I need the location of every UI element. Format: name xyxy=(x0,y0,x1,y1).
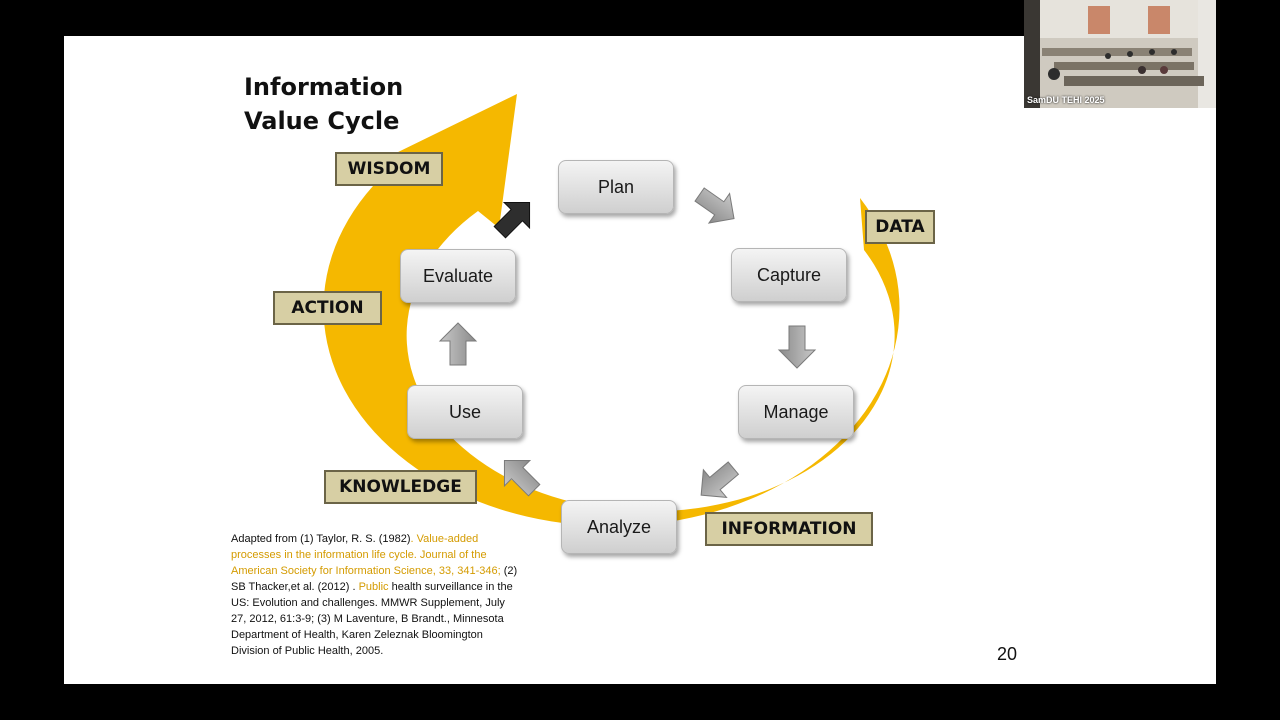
cycle-diagram xyxy=(323,94,900,527)
arrow-analyze-to-use xyxy=(503,459,541,497)
tag-wisdom: WISDOM xyxy=(335,152,443,186)
citation-part-2: . Value-added processes in the informati… xyxy=(231,533,501,577)
step-use: Use xyxy=(407,385,523,439)
tag-information: INFORMATION xyxy=(705,512,873,546)
title-line-2: Value Cycle xyxy=(244,107,400,135)
value-cycle-ring xyxy=(323,94,900,527)
tag-data: DATA xyxy=(865,210,935,244)
classroom-video-frame xyxy=(1024,0,1216,108)
step-manage: Manage xyxy=(738,385,854,439)
arrow-capture-to-manage xyxy=(777,325,817,369)
slide-title: Information Value Cycle xyxy=(244,70,464,138)
tag-action: ACTION xyxy=(273,291,382,325)
arrow-evaluate-to-plan xyxy=(493,201,531,239)
step-capture: Capture xyxy=(731,248,847,302)
step-evaluate: Evaluate xyxy=(400,249,516,303)
citation-part-3: (2) SB Thacker,et al. (2012) . xyxy=(231,565,518,593)
title-line-1: Information xyxy=(244,73,404,101)
step-plan: Plan xyxy=(558,160,674,214)
citation-part-1: Adapted from (1) Taylor, R. S. (1982) xyxy=(231,533,411,545)
arrow-manage-to-analyze xyxy=(700,461,740,498)
step-analyze: Analyze xyxy=(561,500,677,554)
citation-part-5: health surveillance in the US: Evolution… xyxy=(231,581,513,657)
slide: Information Value Cycle Plan Capture Man… xyxy=(64,36,1216,684)
tag-knowledge: KNOWLEDGE xyxy=(324,470,477,504)
page-number: 20 xyxy=(997,644,1018,664)
citation-text: Adapted from (1) Taylor, R. S. (1982). V… xyxy=(231,531,521,659)
arrow-plan-to-capture xyxy=(694,187,735,224)
webcam-video[interactable]: SamDU TEHI 2025 xyxy=(1024,0,1216,108)
webcam-label: SamDU TEHI 2025 xyxy=(1027,95,1105,105)
arrow-use-to-evaluate xyxy=(438,322,478,366)
citation-part-4: Public xyxy=(358,581,389,593)
